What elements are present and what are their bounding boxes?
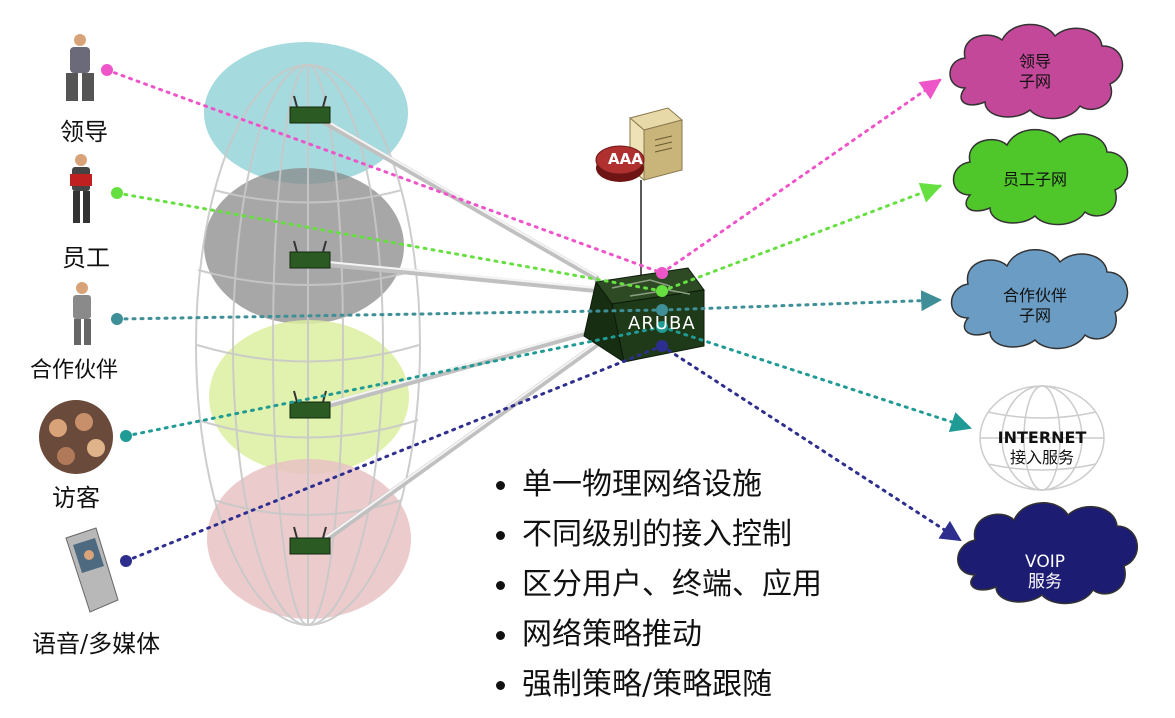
subnet-label-partner: 合作伙伴子网 <box>1002 286 1067 325</box>
bullet-item: 强制策略/策略跟随 <box>492 662 822 712</box>
bullet-item: 区分用户、终端、应用 <box>492 562 822 612</box>
bullet-item: 网络策略推动 <box>492 612 822 662</box>
user-label-leader: 领导 <box>60 118 108 146</box>
access-point-icon <box>289 526 331 555</box>
dot-voice <box>120 555 132 567</box>
partner-person-icon <box>73 282 91 345</box>
employee-person-icon <box>70 154 92 223</box>
ap-cables <box>315 115 599 548</box>
dot-employee <box>111 187 123 199</box>
user-label-guest: 访客 <box>52 484 100 512</box>
flow-partner <box>115 308 664 321</box>
flow-employee-out <box>660 182 942 293</box>
subnet-label-employee: 员工子网 <box>1002 170 1067 189</box>
flow-leader <box>105 68 664 275</box>
user-label-employee: 员工 <box>62 244 110 272</box>
switch-label: ARUBA <box>628 313 696 334</box>
globe-wireframe <box>195 64 421 626</box>
dot-partner <box>111 313 123 325</box>
server-tower-icon <box>628 107 684 182</box>
flow-voice-out <box>660 344 962 542</box>
guests-photo-icon <box>39 400 113 474</box>
bullet-item: 不同级别的接入控制 <box>492 512 822 562</box>
leader-person-icon <box>66 34 94 101</box>
partner-subnet-cloud <box>950 249 1129 350</box>
dot-leader <box>101 64 113 76</box>
flow-leader-out <box>660 78 942 275</box>
flow-guest-out <box>660 325 972 433</box>
voip-service-cloud <box>957 502 1139 605</box>
aaa-disk-icon <box>595 145 645 182</box>
user-label-voice: 语音/多媒体 <box>32 630 161 658</box>
employee-subnet-cloud <box>952 128 1129 226</box>
access-point-icon <box>289 240 331 269</box>
feature-bullet-list: 单一物理网络设施 不同级别的接入控制 区分用户、终端、应用 网络策略推动 强制策… <box>492 462 822 712</box>
dot-guest <box>120 430 132 442</box>
aaa-label: AAA <box>608 150 643 168</box>
flow-guest <box>124 325 664 438</box>
mobile-phone-icon <box>65 527 119 613</box>
flow-partner-out <box>660 290 943 312</box>
user-label-partner: 合作伙伴 <box>30 358 119 383</box>
access-point-icon <box>289 95 331 124</box>
flow-voice <box>124 344 664 563</box>
subnet-label-leader: 领导子网 <box>1018 52 1051 91</box>
internet-globe-icon <box>979 385 1105 491</box>
zone-employee <box>204 168 404 324</box>
bullet-item: 单一物理网络设施 <box>492 462 822 512</box>
leader-subnet-cloud <box>949 23 1124 120</box>
